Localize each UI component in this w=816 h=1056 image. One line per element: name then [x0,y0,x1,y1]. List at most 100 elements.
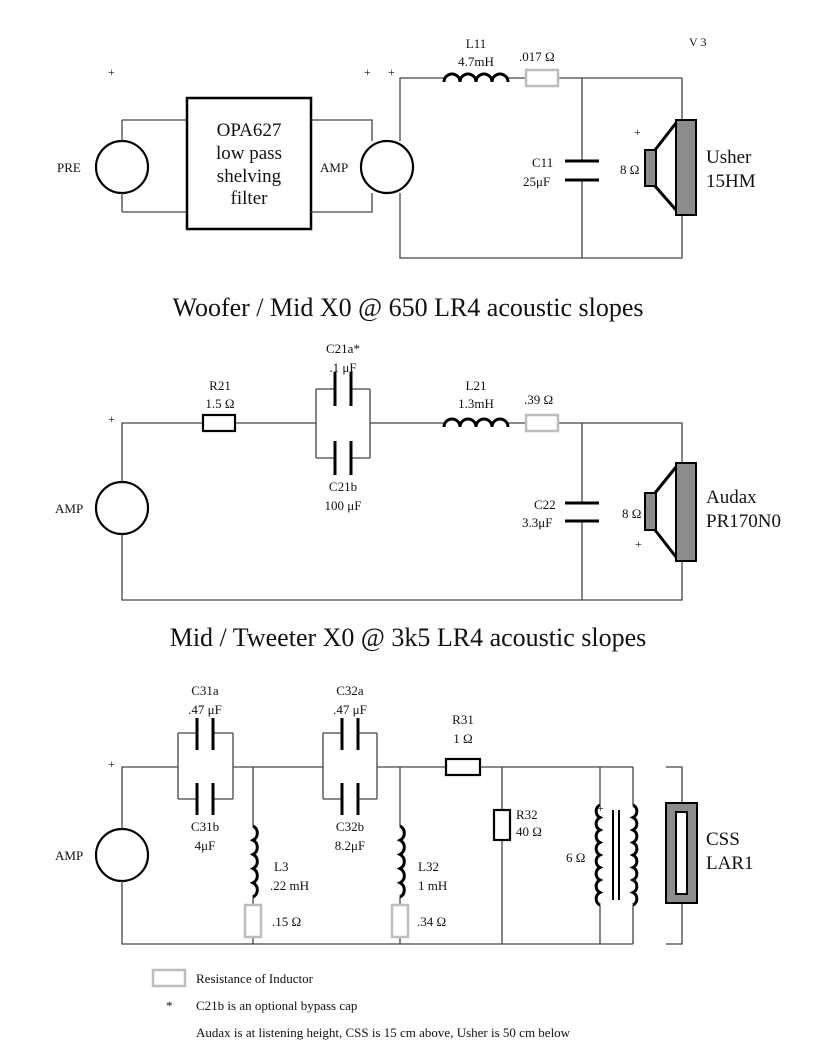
speaker-usher-body [675,119,697,216]
legend-note-bypass: C21b is an optional bypass cap [196,998,357,1013]
plus-mark: + [108,757,115,771]
pre-source-symbol [94,139,150,195]
c32a-name: C32a [336,683,364,698]
legend-note-heights: Audax is at listening height, CSS is 15 … [196,1025,571,1040]
filter-box [185,96,313,231]
inductor-l21-symbol [442,417,510,428]
filter-label-line: low pass [216,143,282,164]
resistor-r31-symbol [444,757,482,777]
filter-label-line: OPA627 [217,120,282,141]
amp-label: AMP [55,848,83,863]
resistor-r21-symbol [201,413,237,433]
l32-resistance: .34 Ω [417,914,446,929]
amp-source-symbol [94,480,150,536]
usher-name: Usher [706,147,752,168]
legend-inductor-resistance: Resistance of Inductor [196,971,314,986]
c32-parallel-wires [322,732,378,800]
audax-name: Audax [706,487,757,508]
inductor-resistance-symbol [243,903,263,939]
speaker-magnet [644,149,657,187]
css-model: LAR1 [706,853,754,874]
r32-value: 40 Ω [516,824,542,839]
r31-value: 1 Ω [453,731,472,746]
l21-name: L21 [466,378,487,393]
c22-value: 3.3μF [522,515,552,530]
version-label: V 3 [689,35,706,49]
capacitor-c32-symbols [340,718,360,815]
amp-label: AMP [320,160,348,175]
audax-impedance: 8 Ω [622,506,641,521]
legend: Resistance of Inductor * C21b is an opti… [151,968,571,1040]
c31-parallel-wires [177,732,234,800]
plus-mark: + [364,65,371,79]
amp-source-symbol [359,139,415,195]
legend-inductor-resistance-swatch [151,968,187,988]
plus-mark: + [108,65,115,79]
c21a-name: C21a* [326,341,360,356]
l32-name: L32 [418,859,439,874]
c32a-value: .47 μF [333,702,367,717]
mid-circuit: + AMP R21 1.5 Ω C21a* .1 μF C21b 100 μF … [55,341,781,601]
usher-impedance: 8 Ω [620,162,639,177]
capacitor-c31-symbols [195,718,215,815]
inductor-resistance-symbol [524,413,560,433]
speaker-audax-body [675,462,697,562]
c11-name: C11 [532,155,553,170]
l11-value: 4.7mH [458,54,494,69]
c31a-value: .47 μF [188,702,222,717]
speaker-cone-lines [653,466,678,558]
r31-name: R31 [452,712,474,727]
resistor-r32-symbol [492,808,512,842]
pre-wires [121,119,187,213]
inductor-l11-symbol [442,72,510,83]
l11-resistance: .017 Ω [519,49,555,64]
filter-label-line: filter [231,188,269,209]
l11-name: L11 [466,36,486,51]
mid-tweeter-crossover-title: Mid / Tweeter X0 @ 3k5 LR4 acoustic slop… [170,623,647,652]
c22-name: C22 [534,497,556,512]
r32-name: R32 [516,807,538,822]
c31b-name: C31b [191,819,219,834]
capacitor-c21-symbols [333,372,353,475]
transformer-primary-coil [594,803,604,907]
c32b-name: C32b [336,819,364,834]
tweeter-circuit: + AMP C31a .47 μF C31b 4μF C32a .47 μF C… [55,683,754,945]
amp-label: AMP [55,501,83,516]
woofer-mid-crossover-title: Woofer / Mid X0 @ 650 LR4 acoustic slope… [172,293,643,322]
l21-resistance: .39 Ω [524,392,553,407]
pre-label: PRE [57,160,81,175]
capacitor-c11-symbol [565,159,599,182]
inductor-l3-symbol [249,824,259,899]
c11-value: 25μF [523,174,550,189]
plus-mark: + [634,125,641,139]
plus-mark: + [388,65,395,79]
c32b-value: 8.2μF [335,838,365,853]
l21-value: 1.3mH [458,396,494,411]
speaker-cone-lines [653,122,678,211]
speaker-magnet [644,492,657,531]
woofer-wires [399,77,683,259]
amp-input-wires [311,119,373,213]
tweeter-wires [121,766,683,945]
l3-name: L3 [274,859,288,874]
plus-mark: + [597,801,604,815]
amp-source-symbol [94,827,150,883]
r21-value: 1.5 Ω [205,396,234,411]
speaker-css-ribbon [675,811,688,895]
css-name: CSS [706,829,740,850]
c21b-name: C21b [329,479,357,494]
capacitor-c22-symbol [565,501,599,523]
c21b-value: 100 μF [325,498,362,513]
transformer-core [612,810,620,900]
l3-resistance: .15 Ω [272,914,301,929]
filter-label-line: shelving [217,166,282,187]
audax-model: PR170N0 [706,511,781,532]
woofer-circuit: V 3 + + + PRE OPA627 low pass shelving f… [57,35,756,259]
c21a-value: .1 μF [329,360,356,375]
plus-mark: + [108,412,115,426]
transformer-impedance: 6 Ω [566,850,585,865]
usher-model: 15HM [706,171,756,192]
mid-wires [121,422,683,601]
r21-name: R21 [209,378,231,393]
